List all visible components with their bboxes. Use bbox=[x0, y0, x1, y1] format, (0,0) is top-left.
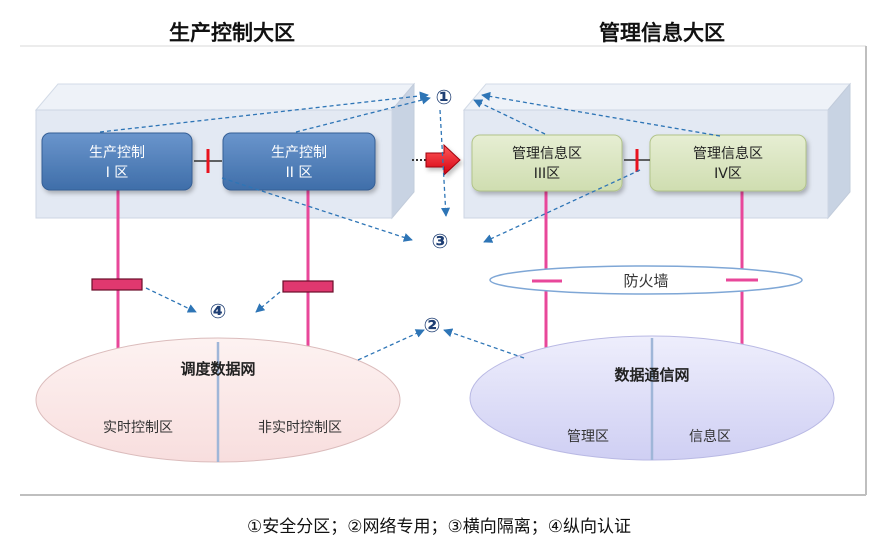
management-zone-title: 管理信息大区 bbox=[599, 21, 725, 45]
zone-3-label-line2: III区 bbox=[534, 166, 560, 182]
zone-4-label-line2: IV区 bbox=[714, 166, 742, 182]
marker-2-dedicated-network: ② bbox=[424, 313, 441, 337]
isolation-mark-right bbox=[624, 149, 650, 172]
dispatch-right-area-label: 非实时控制区 bbox=[258, 420, 342, 436]
firewall-label: 防火墙 bbox=[623, 272, 668, 290]
dispatch-network-title: 调度数据网 bbox=[180, 360, 255, 378]
zone-2-label-line2: II 区 bbox=[286, 165, 313, 181]
zone-4-label-line1: 管理信息区 bbox=[693, 145, 763, 162]
zone-1-label-line1: 生产控制 bbox=[89, 145, 145, 161]
zone-1-box[interactable] bbox=[41, 132, 193, 191]
firewall-ring bbox=[489, 265, 803, 295]
marker-1-safety-zoning: ① bbox=[436, 85, 453, 109]
datacomm-right-area-label: 信息区 bbox=[689, 428, 731, 445]
zone-3-box[interactable] bbox=[471, 134, 623, 192]
dispatch-data-network bbox=[35, 337, 401, 463]
production-zone-title: 生产控制大区 bbox=[169, 21, 295, 45]
legend-caption: ①安全分区；②网络专用；③横向隔离；④纵向认证 bbox=[247, 517, 631, 537]
datacomm-network-title: 数据通信网 bbox=[614, 366, 689, 384]
zone-4-box[interactable] bbox=[649, 134, 807, 192]
data-communication-network bbox=[469, 335, 835, 461]
vertical-auth-device-1 bbox=[91, 278, 143, 291]
zone-2-box[interactable] bbox=[222, 132, 376, 191]
vertical-auth-device-2 bbox=[282, 280, 334, 293]
datacomm-left-area-label: 管理区 bbox=[567, 429, 609, 445]
marker-4-vertical-authentication: ④ bbox=[210, 299, 227, 323]
zone-3-label-line1: 管理信息区 bbox=[512, 145, 582, 162]
marker-3-horizontal-isolation: ③ bbox=[432, 229, 449, 253]
dispatch-left-area-label: 实时控制区 bbox=[103, 420, 173, 436]
isolation-mark-left bbox=[194, 149, 222, 173]
zone-1-label-line2: I 区 bbox=[106, 165, 129, 181]
zone-2-label-line1: 生产控制 bbox=[271, 145, 327, 161]
dashed-arrows bbox=[99, 91, 721, 361]
